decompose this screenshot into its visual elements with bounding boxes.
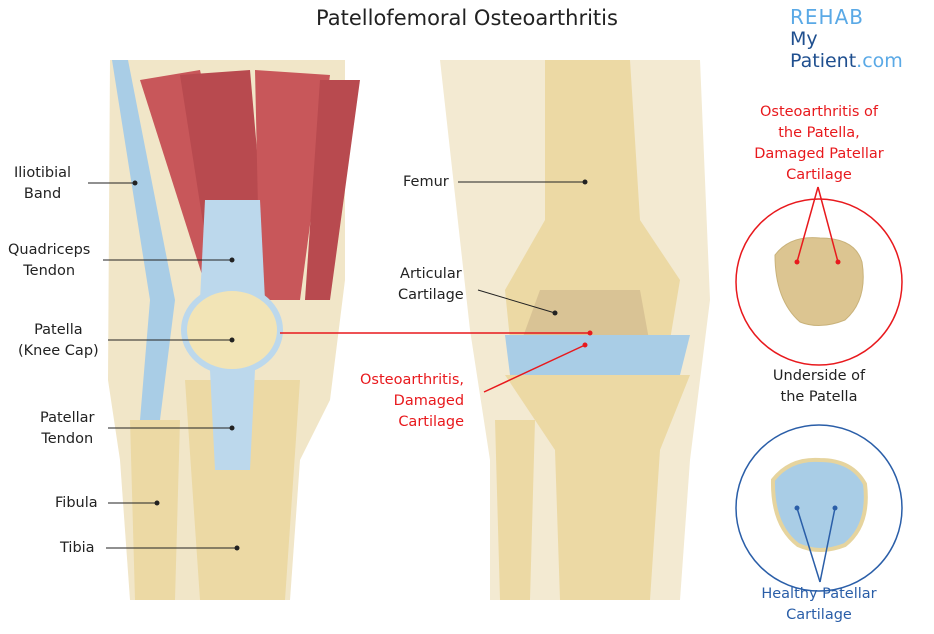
damaged-cartilage bbox=[520, 290, 650, 345]
iliotibial-band bbox=[112, 60, 175, 420]
logo-line2: My Patient bbox=[790, 28, 857, 72]
left-knee-illustration bbox=[108, 60, 360, 600]
muscle bbox=[255, 70, 330, 300]
quadriceps-tendon bbox=[200, 200, 265, 300]
fibula-bone bbox=[495, 420, 535, 600]
logo: REHAB My Patient.com bbox=[790, 6, 934, 72]
middle-knee-illustration bbox=[440, 60, 710, 600]
red-leader-lines bbox=[280, 186, 839, 393]
label-femur: Femur bbox=[403, 174, 449, 190]
label-tibia: Tibia bbox=[60, 540, 95, 556]
label-patella: Patella(Knee Cap) bbox=[18, 322, 99, 359]
blue-leader-lines bbox=[796, 507, 836, 583]
femur-bone bbox=[505, 60, 680, 340]
label-fibula: Fibula bbox=[55, 495, 98, 511]
muscle bbox=[305, 80, 360, 300]
meniscus bbox=[505, 335, 690, 375]
healthy-patella bbox=[770, 457, 868, 552]
fibula-bone bbox=[130, 420, 180, 600]
patella bbox=[181, 285, 283, 375]
logo-suffix: .com bbox=[856, 50, 903, 72]
patellar-tendon bbox=[210, 370, 255, 470]
leader-lines bbox=[88, 181, 585, 549]
tibia-bone bbox=[505, 375, 690, 600]
logo-line1: REHAB bbox=[790, 5, 864, 29]
page-title: Patellofemoral Osteoarthritis bbox=[316, 6, 618, 30]
